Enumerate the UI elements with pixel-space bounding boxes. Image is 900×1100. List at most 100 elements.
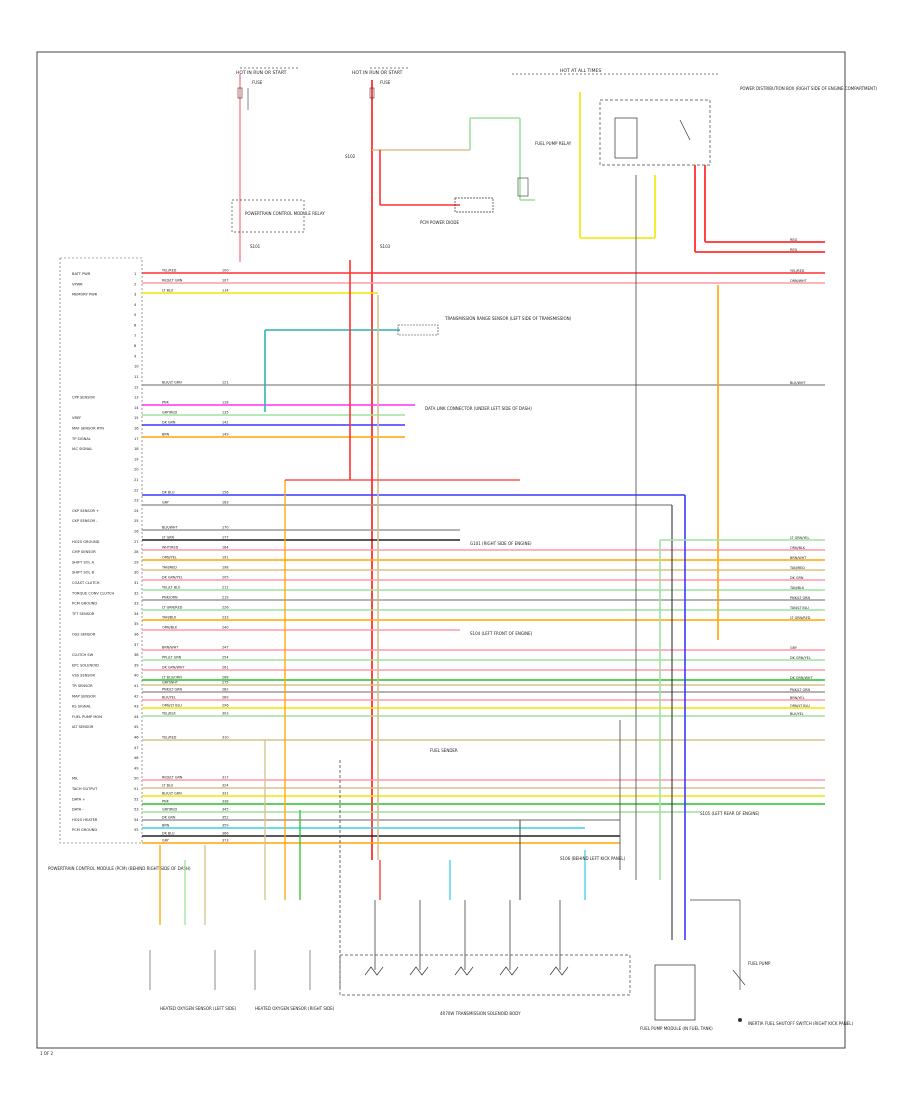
pcm-pin-number: 8 bbox=[134, 344, 137, 348]
wire-color-label: ORN/BLK bbox=[162, 626, 178, 630]
wire-color-label: PNK bbox=[162, 401, 170, 405]
pcm-pin-label: TFT SENSOR bbox=[71, 612, 95, 616]
dlc-note: DATA LINK CONNECTOR (UNDER LEFT SIDE OF … bbox=[425, 406, 532, 411]
wire-color-label: BLK/LT GRN bbox=[162, 792, 182, 796]
wire-circuit-number: 289 bbox=[222, 696, 228, 700]
pcm-power-diode-label: PCM POWER DIODE bbox=[420, 220, 460, 225]
solenoid-pack-label: 4R70W TRANSMISSION SOLENOID BODY bbox=[440, 1011, 521, 1016]
pcm-pin-label: SHIFT SOL B bbox=[72, 571, 95, 575]
wire-circuit-number: 156 bbox=[222, 491, 228, 495]
wire-color-label: WHT/RED bbox=[162, 546, 179, 550]
wire-circuit-number: 254 bbox=[222, 656, 228, 660]
pcm-pin-label: PCM GROUND bbox=[72, 828, 97, 832]
pcm-pin-label: CKP SENSOR - bbox=[72, 519, 98, 523]
pcm-pin-number: 24 bbox=[134, 509, 139, 513]
wire-color-label: RED/LT GRN bbox=[162, 776, 183, 780]
wire-color-label: YEL/LT BLU bbox=[162, 586, 181, 590]
wire-color-label: DK GRN bbox=[162, 421, 176, 425]
wire-circuit-number: 219 bbox=[222, 596, 228, 600]
ho2s-left-label: HEATED OXYGEN SENSOR (LEFT SIDE) bbox=[160, 1006, 237, 1011]
fuel-pump-module-box bbox=[654, 964, 696, 1021]
pcm-pin-number: 51 bbox=[134, 787, 139, 791]
pcm-pin-number: 52 bbox=[134, 797, 139, 801]
wire-circuit-number: 352 bbox=[222, 816, 228, 820]
solenoid-pack-box bbox=[339, 954, 631, 996]
wire-circuit-number: 170 bbox=[222, 526, 228, 530]
wire-circuit-number: 366 bbox=[222, 832, 228, 836]
ckp-note: G101 (RIGHT SIDE OF ENGINE) bbox=[470, 541, 532, 546]
pcm-pin-number: 40 bbox=[134, 674, 139, 678]
wire-color-label: DK BLU bbox=[162, 832, 175, 836]
pcm-pin-number: 30 bbox=[134, 571, 139, 575]
wire-circuit-number: 373 bbox=[222, 839, 228, 843]
wire-circuit-number: 226 bbox=[222, 606, 228, 610]
pcm-label: POWERTRAIN CONTROL MODULE (PCM) (BEHIND … bbox=[48, 866, 191, 871]
pcm-pin-number: 9 bbox=[134, 354, 137, 358]
pcm-pin-number: 2 bbox=[134, 282, 136, 286]
fuse-left-sub: FUSE bbox=[252, 80, 263, 85]
wire-circuit-number: 324 bbox=[222, 784, 228, 788]
pcm-pin-label: TORQUE CONV CLUTCH bbox=[71, 591, 114, 595]
wire-color-label: GRY bbox=[162, 501, 170, 505]
pcm-pin-number: 23 bbox=[134, 499, 139, 503]
pcm-pin-label: DATA - bbox=[72, 808, 84, 812]
wire-circuit-number: 261 bbox=[222, 666, 228, 670]
pcm-pin-label: COAST CLUTCH bbox=[72, 581, 100, 585]
wire-color-label: GRY/RED bbox=[162, 808, 177, 812]
pcm-relay-label: POWERTRAIN CONTROL MODULE RELAY bbox=[245, 211, 325, 216]
right-wire-label: PNK/LT GRN bbox=[790, 688, 810, 692]
wire-circuit-number: 338 bbox=[222, 800, 228, 804]
solenoid-coil bbox=[364, 966, 384, 976]
right-wire-label: YEL/RED bbox=[790, 269, 805, 273]
wire-circuit-number: 233 bbox=[222, 616, 228, 620]
wire-circuit-number: 345 bbox=[222, 808, 228, 812]
pcm-pin-number: 41 bbox=[134, 684, 139, 688]
pcm-pin-label: MAF SENSOR RTN bbox=[72, 427, 104, 431]
pcm-pin-number: 26 bbox=[134, 530, 139, 534]
pcm-pin-label: CKP SENSOR + bbox=[72, 509, 99, 513]
pcm-pin-number: 39 bbox=[134, 663, 139, 667]
pcm-pin-number: 37 bbox=[134, 643, 139, 647]
pcm-pin-number: 33 bbox=[134, 602, 139, 606]
wire-circuit-number: 331 bbox=[222, 792, 228, 796]
wire-color-label: GRY/RED bbox=[162, 411, 177, 415]
pcm-pin-number: 1 bbox=[134, 272, 136, 276]
wire-color-label: TAN/RED bbox=[161, 566, 177, 570]
fuel-pump-label: FUEL PUMP bbox=[748, 961, 771, 966]
diagram-frame bbox=[36, 51, 846, 1049]
fuel-sender-note: FUEL SENDER bbox=[430, 748, 458, 753]
wire-color-label: LT BLU bbox=[162, 289, 174, 293]
wire-color-label: DK GRN/WHT bbox=[162, 666, 185, 670]
right-wire-label: TAN/RED bbox=[789, 566, 805, 570]
pcm-pin-number: 12 bbox=[134, 385, 139, 389]
solenoid-coil bbox=[549, 966, 569, 976]
pcm-pin-number: 18 bbox=[134, 447, 139, 451]
wire-circuit-number: 114 bbox=[222, 289, 228, 293]
pcm-pin-label: EPC SOLENOID bbox=[72, 663, 99, 667]
pcm-pin-number: 22 bbox=[134, 488, 139, 492]
pcm-pin-number: 47 bbox=[134, 746, 139, 750]
pcm-pin-number: 32 bbox=[134, 591, 139, 595]
wire-color-label: YEL/RED bbox=[162, 269, 177, 273]
pcm-pin-number: 45 bbox=[134, 725, 139, 729]
pcm-pin-label: HO2S GROUND bbox=[72, 540, 100, 544]
pcm-pin-number: 16 bbox=[134, 427, 139, 431]
solenoid-coil bbox=[499, 966, 519, 976]
pcm-pin-number: 21 bbox=[134, 478, 139, 482]
splice-s102: S102 bbox=[345, 154, 356, 159]
wire-color-label: PNK/ORN bbox=[162, 596, 178, 600]
wire-color-label: GRY bbox=[162, 839, 170, 843]
pcm-pin-label: OSS SENSOR bbox=[72, 633, 96, 637]
wire-circuit-number: 184 bbox=[222, 546, 228, 550]
wire-circuit-number: 303 bbox=[222, 712, 228, 716]
solenoid-coil bbox=[409, 966, 429, 976]
pcm-pin-number: 20 bbox=[134, 468, 139, 472]
power-distribution-label: POWER DISTRIBUTION BOX (RIGHT SIDE OF EN… bbox=[740, 86, 877, 91]
wire-circuit-number: 268 bbox=[222, 676, 228, 680]
wire-circuit-number: 212 bbox=[222, 586, 228, 590]
wire-circuit-number: 240 bbox=[222, 626, 228, 630]
splice-s101: S101 bbox=[250, 244, 261, 249]
right-wire-label: BLK/WHT bbox=[790, 381, 806, 385]
